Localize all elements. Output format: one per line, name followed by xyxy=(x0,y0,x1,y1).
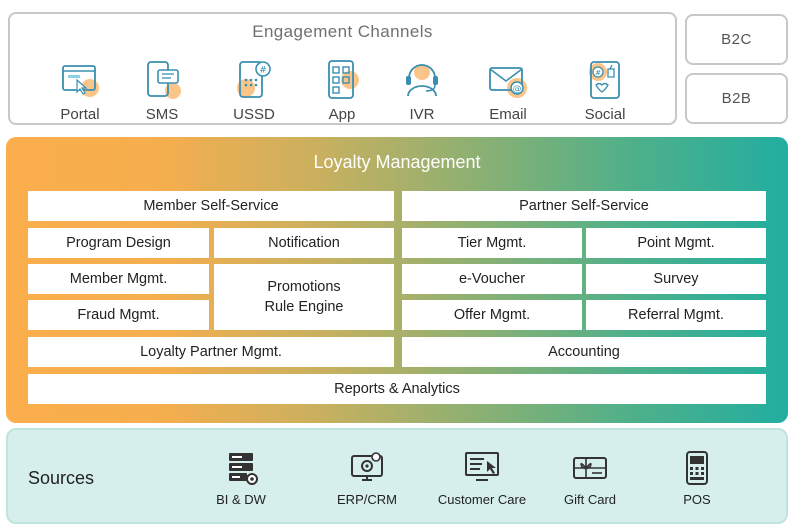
ussd-icon: # xyxy=(232,58,276,102)
module-e-voucher: e-Voucher xyxy=(402,264,582,294)
module-survey: Survey xyxy=(586,264,766,294)
segment-b2c: B2C xyxy=(685,14,788,65)
source-label: ERP/CRM xyxy=(337,492,397,507)
module-loyalty-partner-mgmt: Loyalty Partner Mgmt. xyxy=(28,337,394,367)
module-point-mgmt: Point Mgmt. xyxy=(586,228,766,258)
module-member-self-service: Member Self-Service xyxy=(28,191,394,221)
module-tier-mgmt: Tier Mgmt. xyxy=(402,228,582,258)
source-label: Gift Card xyxy=(563,492,616,507)
gift-card-icon xyxy=(572,450,608,486)
promotions-line: Promotions xyxy=(267,279,341,295)
channel-label: Portal xyxy=(40,106,120,123)
module-fraud-mgmt: Fraud Mgmt. xyxy=(28,300,209,330)
channel-label: IVR xyxy=(382,106,462,123)
sources-title: Sources xyxy=(28,468,95,488)
channel-sms: SMS xyxy=(122,58,202,126)
source-pos: POS xyxy=(642,450,752,520)
module-accounting: Accounting xyxy=(402,337,766,367)
channel-ussd: # USSD xyxy=(214,58,294,126)
loyalty-management-title: Loyalty Management xyxy=(313,152,481,172)
source-label: POS xyxy=(683,492,711,507)
svg-text:#: # xyxy=(595,69,601,77)
source-label: Customer Care xyxy=(437,492,527,507)
ivr-icon xyxy=(400,58,444,102)
channel-app: App xyxy=(302,58,382,126)
module-offer-mgmt: Offer Mgmt. xyxy=(402,300,582,330)
channel-ivr: IVR xyxy=(382,58,462,126)
svg-text:#: # xyxy=(259,66,267,76)
loyalty-management-panel: Loyalty Management Member Self-Service P… xyxy=(6,137,788,423)
source-bi-dw: BI & DW xyxy=(186,450,296,520)
module-promotions-rule-engine: Promotions Rule Engine xyxy=(214,264,394,330)
erp-monitor-icon xyxy=(349,450,385,486)
module-program-design: Program Design xyxy=(28,228,209,258)
source-erp-crm: ERP/CRM xyxy=(312,450,422,520)
module-member-mgmt: Member Mgmt. xyxy=(28,264,209,294)
module-referral-mgmt: Referral Mgmt. xyxy=(586,300,766,330)
sources-panel: Sources BI & DW ERP/CRM Customer Care Gi… xyxy=(6,428,788,524)
source-label: BI & DW xyxy=(216,492,266,507)
customer-care-icon xyxy=(464,450,500,486)
channel-label: SMS xyxy=(122,106,202,123)
server-icon xyxy=(223,450,259,486)
channel-label: Social xyxy=(565,106,645,123)
email-icon: @ xyxy=(486,58,530,102)
module-reports-analytics: Reports & Analytics xyxy=(28,374,766,404)
module-notification: Notification xyxy=(214,228,394,258)
engagement-channels-title: Engagement Channels xyxy=(252,22,433,41)
channel-label: USSD xyxy=(214,106,294,123)
pos-terminal-icon xyxy=(679,450,715,486)
channel-social: # Social xyxy=(565,58,645,126)
module-partner-self-service: Partner Self-Service xyxy=(402,191,766,221)
sms-icon xyxy=(140,58,184,102)
engagement-channels-panel: Engagement Channels Portal SMS # USSD Ap… xyxy=(8,12,677,125)
channel-label: App xyxy=(302,106,382,123)
app-icon xyxy=(320,58,364,102)
rule-engine-line: Rule Engine xyxy=(264,299,344,315)
social-icon: # xyxy=(583,58,627,102)
source-customer-care: Customer Care xyxy=(427,450,537,520)
source-gift-card: Gift Card xyxy=(535,450,645,520)
channel-email: @ Email xyxy=(468,58,548,126)
channel-portal: Portal xyxy=(40,58,120,126)
channel-label: Email xyxy=(468,106,548,123)
segment-b2b: B2B xyxy=(685,73,788,124)
svg-text:@: @ xyxy=(513,85,522,95)
portal-icon xyxy=(58,58,102,102)
